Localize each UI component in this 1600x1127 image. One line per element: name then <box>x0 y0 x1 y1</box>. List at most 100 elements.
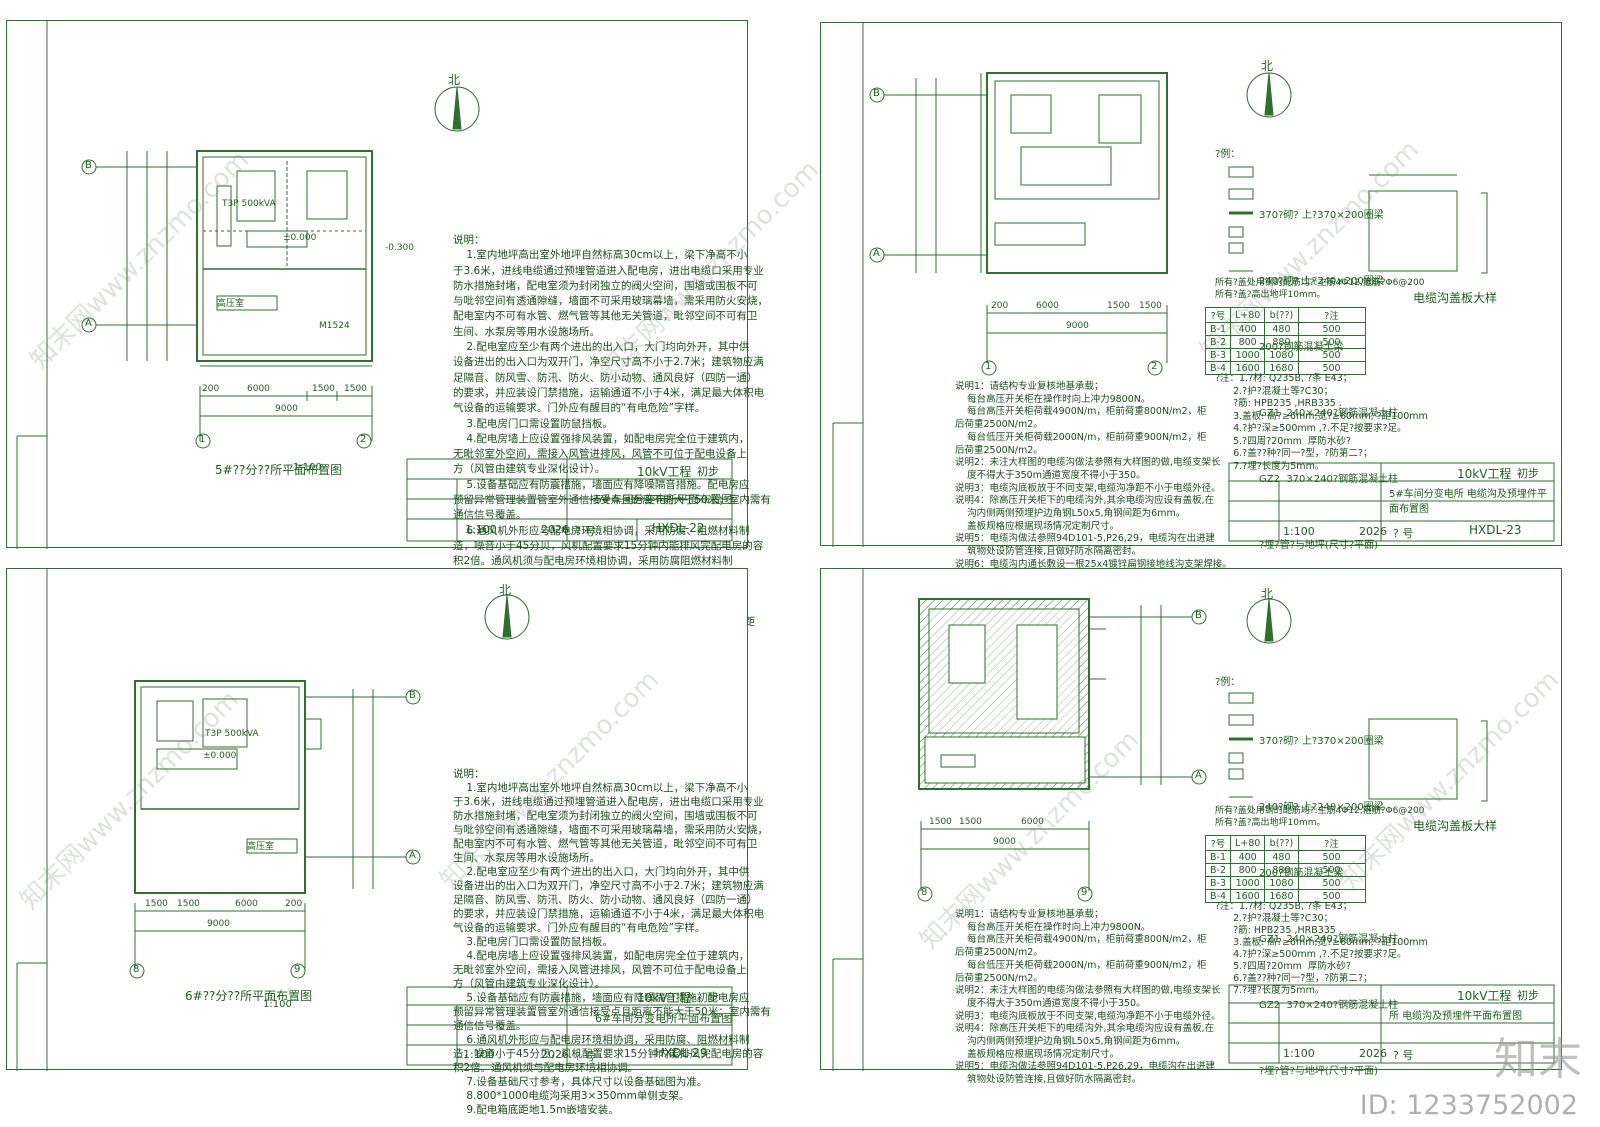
axis-label: 2 <box>360 434 367 445</box>
table-cell: B-2 <box>1205 335 1231 349</box>
table-cell: 1600 <box>1229 889 1266 903</box>
drawing-year: 2026 <box>541 523 569 536</box>
floor-level-label: ±0.000 <box>283 233 317 243</box>
dim-label: 6000 <box>247 384 270 394</box>
axis-label: B <box>873 88 880 99</box>
table-cell: 880 <box>1264 863 1299 877</box>
table-header: L+80 <box>1229 835 1266 851</box>
legend-item: 240?砌? 上?240×200圈梁 <box>1259 802 1384 813</box>
axis-label: A <box>1195 770 1202 781</box>
legend-item: GZ1 240×240?钢筋混凝土柱 <box>1259 408 1399 419</box>
brand-logo: 知末 <box>1494 1034 1582 1085</box>
legend-note: 所有?盖处用钢的配筋均?:主筋4Φ12,箍筋?Φ6@200 所有?盖?高出地坪1… <box>1215 806 1425 828</box>
dim-label: 1500 <box>929 817 952 827</box>
table-cell: 500 <box>1297 361 1366 375</box>
material-notes: ?注：1.?材: Q235B, ?条 E43； 2.?护?混凝土等?C30； ?… <box>1215 373 1428 472</box>
dim-total-label: 9000 <box>993 837 1016 847</box>
dim-label: 1500 <box>177 899 200 909</box>
axis-label: A <box>409 850 416 861</box>
axis-label: A <box>873 248 880 259</box>
table-header: L+80 <box>1229 307 1266 323</box>
dim-label: 1500 <box>1139 301 1162 311</box>
north-label: 北 <box>499 583 512 597</box>
project-name: 10kV工程 <box>637 465 692 479</box>
legend-item: GZ2 370×240?钢筋混凝土柱 <box>1259 474 1399 485</box>
drawing-title: 6#车间分变电所平面布置图 <box>595 1012 733 1025</box>
drawing-title: 5#车间分变电所 电缆沟及预埋件平面布置图 <box>1389 489 1547 515</box>
material-notes: ?注：1.?材: Q235B, ?条 E43； 2.?护?混凝土等?C30； ?… <box>1215 901 1428 996</box>
transformer-label: T3P 500kVA <box>205 729 259 739</box>
table-cell: 1000 <box>1229 348 1266 362</box>
axis-label: 8 <box>921 887 928 898</box>
north-label: 北 <box>1261 587 1274 601</box>
design-notes: 说明1：请结构专业复核地基承载； 每台高压开关柜在操作时向上冲力9800N。 每… <box>955 909 1221 1086</box>
table-cell: B-2 <box>1205 863 1231 877</box>
axis-label: 1 <box>985 361 992 372</box>
axis-label: 9 <box>1081 887 1088 898</box>
axis-label: B <box>409 690 416 701</box>
drawing-scale: 1:100 <box>463 1048 495 1061</box>
dim-label: 6000 <box>1036 301 1059 311</box>
cable-trench-drawing <box>832 569 1555 1071</box>
table-cell: 400 <box>1229 322 1266 336</box>
drawing-year: 2026 <box>1359 1047 1387 1060</box>
project-name: 10kV工程 <box>637 991 692 1005</box>
dim-label: 200 <box>285 899 303 909</box>
plan-scale: 1:100 <box>293 462 322 473</box>
design-notes: 说明： 1.室内地坪高出室外地坪自然标高30cm以上，梁下净高不小 于3.6米，… <box>453 768 771 1116</box>
legend-title: ?例： <box>1215 149 1241 160</box>
drawing-year: 2026 <box>1359 525 1387 538</box>
legend-title: ?例： <box>1215 677 1241 688</box>
table-cell: B-4 <box>1205 889 1231 903</box>
plan-caption: 5#??分??所平面布置图 <box>215 463 343 477</box>
drawing-title: 所 电缆沟及预埋件平面布置图 <box>1389 1011 1523 1022</box>
legend-item: GZ2 370×240?钢筋混凝土柱 <box>1259 1000 1399 1011</box>
design-stage: 初步 <box>697 991 719 1004</box>
legend-note: 所有?盖处用钢的配筋均?:主筋4Φ12,箍筋?Φ6@200 所有?盖?高出地坪1… <box>1215 278 1425 300</box>
plan-scale: 1:100 <box>263 999 292 1010</box>
table-cell: B-1 <box>1205 850 1231 864</box>
table-header: ?号 <box>1205 307 1231 323</box>
drawing-number: HXDL-22 <box>652 521 705 535</box>
dim-label: 1500 <box>312 384 335 394</box>
table-cell: 1680 <box>1264 361 1299 375</box>
table-cell: 1080 <box>1264 348 1299 362</box>
axis-label: 2 <box>1151 361 1158 372</box>
drawing-title: 5#车间分变电所平面布置图 <box>595 493 733 506</box>
table-cell: 500 <box>1297 863 1366 877</box>
drawing-scale: 1:100 <box>465 523 497 536</box>
drawing-sheet-hxdl-29: 北 T3P 500kVA ±0.000 高压室 1500 1500 6000 2… <box>6 568 771 1116</box>
dim-label: 1500 <box>959 817 982 827</box>
legend-item: ?埋?管?与地坪(尺寸?平面) <box>1259 540 1379 551</box>
image-id-label: ID: 1233752002 <box>1359 1090 1578 1121</box>
project-name: 10kV工程 <box>1457 467 1512 481</box>
axis-label: 8 <box>133 964 140 975</box>
dim-label: 1500 <box>1107 301 1130 311</box>
table-cell: 500 <box>1297 889 1366 903</box>
table-cell: B-3 <box>1205 348 1231 362</box>
table-cell: B-1 <box>1205 322 1231 336</box>
project-name: 10kV工程 <box>1457 989 1512 1003</box>
table-cell: 500 <box>1297 335 1366 349</box>
drawing-sheet-hxdl-22: 北 T3P 500kVA 高压室 M1524 ±0.000 -0.300 200… <box>6 20 771 644</box>
table-cell: 500 <box>1297 348 1366 362</box>
drawing-scale: 1:100 <box>1283 525 1315 538</box>
outdoor-level-label: -0.300 <box>385 243 415 253</box>
table-cell: 480 <box>1264 850 1299 864</box>
axis-label: A <box>85 318 92 329</box>
table-cell: 880 <box>1264 335 1299 349</box>
floor-plan-drawing <box>16 569 733 1071</box>
cover-detail-title: 电缆沟盖板大样 <box>1413 819 1498 833</box>
hv-room-label: 高压室 <box>217 299 245 309</box>
table-header: b(??) <box>1264 307 1299 323</box>
table-header: ?注 <box>1297 307 1366 323</box>
table-cell: 800 <box>1229 863 1266 877</box>
table-cell: 1680 <box>1264 889 1299 903</box>
dim-label: 6000 <box>235 899 258 909</box>
dim-total-label: 9000 <box>1066 321 1089 331</box>
